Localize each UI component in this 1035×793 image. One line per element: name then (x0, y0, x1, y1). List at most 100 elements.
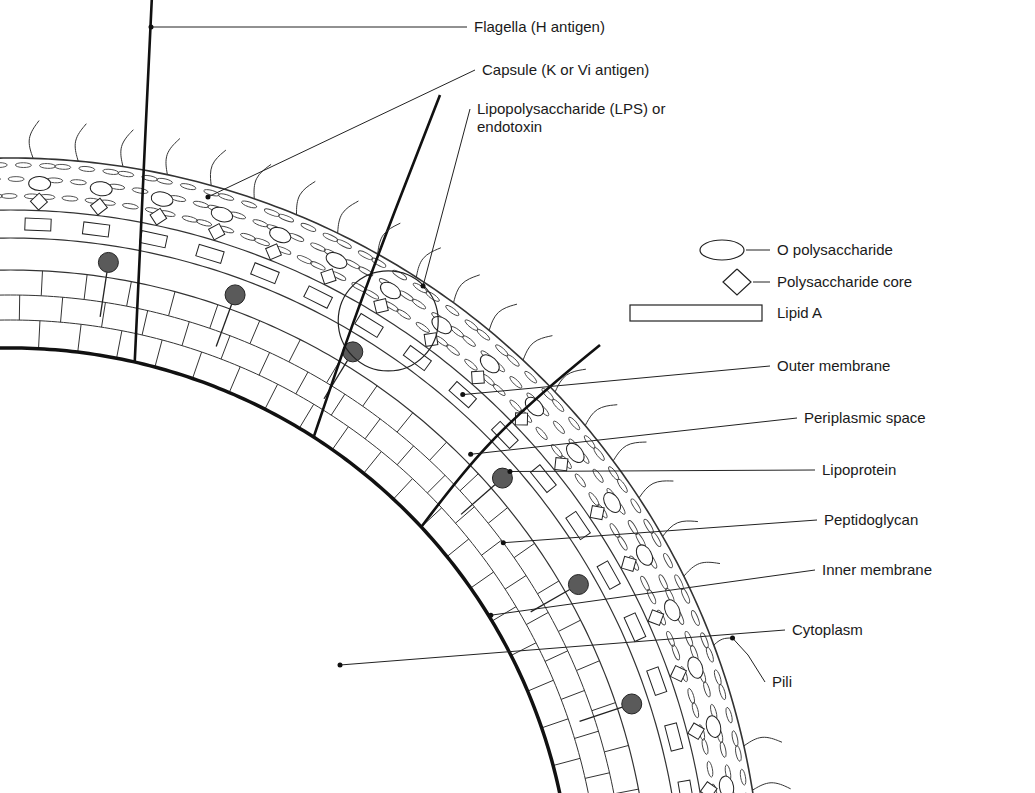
peptidoglycan-brick-edge (537, 581, 558, 594)
leader-dot (507, 469, 512, 474)
lipid-a-block (304, 286, 333, 308)
lipid-a-block (665, 723, 683, 751)
peptidoglycan-brick-edge (117, 331, 122, 358)
peptidoglycan-brick-edge (585, 773, 609, 779)
capsule-texture (411, 298, 427, 311)
capsule-texture (193, 200, 210, 209)
legend-label: Polysaccharide core (775, 273, 914, 291)
peptidoglycan-brick-edge (364, 452, 382, 474)
capsule-texture (713, 669, 723, 686)
lipid-a-block (251, 263, 280, 284)
peptidoglycan-brick-edge (430, 442, 447, 460)
capsule-texture (156, 177, 173, 185)
polysaccharide-core-diamond (621, 556, 636, 571)
capsule-texture (705, 646, 715, 663)
o-polysaccharide-oval (633, 542, 656, 568)
capsule-texture (55, 164, 71, 170)
o-polysaccharide-oval (28, 176, 51, 191)
lipid-a-block (196, 244, 224, 263)
leader-dot (460, 392, 465, 397)
o-polysaccharide-oval (685, 655, 706, 680)
pilus (744, 737, 782, 746)
peptidoglycan-brick-edge (460, 474, 478, 491)
peptidoglycan-row-line (0, 295, 625, 793)
peptidoglycan-brick-edge (576, 661, 599, 671)
capsule-texture (336, 238, 352, 249)
polysaccharide-core-diamond (209, 224, 225, 240)
part-label: Inner membrane (820, 561, 934, 579)
capsule-texture (445, 343, 461, 357)
peptidoglycan-brick-edge (84, 275, 87, 300)
polysaccharide-core-diamond (91, 198, 108, 215)
o-polysaccharide-oval (150, 190, 174, 208)
capsule-texture (444, 304, 460, 317)
capsule-texture (463, 358, 478, 372)
peptidoglycan-brick-edge (19, 295, 20, 320)
leader-line (503, 520, 817, 543)
peptidoglycan-brick-edge (221, 336, 230, 359)
peptidoglycan-brick-edge (528, 680, 554, 691)
polysaccharide-core-diamond (374, 299, 388, 313)
capsule-texture (218, 192, 235, 201)
capsule-texture (252, 218, 269, 228)
peptidoglycan-brick-edge (397, 446, 413, 465)
polysaccharide-core-diamond (472, 371, 485, 384)
o-polysaccharide-oval (324, 249, 350, 271)
peptidoglycan-brick-edge (481, 540, 501, 555)
legend-diamond-sample (723, 269, 751, 295)
pilus (752, 783, 790, 790)
legend-dash (746, 250, 770, 251)
o-polysaccharide-oval (522, 394, 547, 420)
pilus (296, 181, 315, 214)
pilus (714, 638, 733, 645)
lipoprotein-stalk (216, 304, 231, 346)
capsule-texture (132, 187, 149, 195)
peptidoglycan-brick-edge (39, 321, 40, 349)
peptidoglycan-brick-edge (296, 372, 308, 394)
peptidoglycan-edge (0, 270, 650, 793)
part-label: Lipopolysaccharide (LPS) or endotoxin (475, 100, 684, 136)
capsule-texture (592, 446, 606, 462)
capsule-texture (8, 177, 24, 182)
polysaccharide-core-diamond (555, 458, 568, 471)
lipid-a-block (624, 613, 646, 642)
leader-dot (468, 452, 473, 457)
peptidoglycan-brick-edge (250, 321, 260, 344)
capsule-texture (687, 688, 696, 705)
capsule-texture (567, 416, 581, 431)
pilus (555, 369, 586, 392)
pilus (523, 336, 552, 361)
polysaccharide-core-diamond (150, 208, 167, 225)
capsule-texture (322, 232, 339, 243)
lipoprotein-stalk (461, 485, 495, 515)
flagellum (421, 345, 600, 527)
capsule-texture (79, 166, 95, 172)
capsule-texture (680, 588, 691, 605)
flagellum (135, 0, 152, 362)
leader-line (471, 418, 797, 454)
capsule-texture (552, 420, 566, 435)
leader-line (340, 630, 785, 665)
leader-line (463, 366, 770, 395)
o-polysaccharide-oval (267, 224, 293, 245)
lipid-a-block (492, 421, 519, 448)
polysaccharide-core-diamond (648, 610, 663, 625)
peptidoglycan-brick-edge (393, 479, 412, 499)
capsule-texture (731, 730, 739, 747)
peptidoglycan-brick-edge (397, 413, 413, 432)
peptidoglycan-brick-edge (511, 643, 536, 656)
peptidoglycan-brick-edge (558, 620, 580, 631)
peptidoglycan-brick-edge (169, 292, 175, 316)
peptidoglycan-brick-edge (332, 427, 348, 450)
capsule-texture (15, 163, 31, 168)
capsule-texture (118, 170, 135, 177)
lipid-a-block (82, 222, 109, 237)
capsule-texture (0, 177, 1, 182)
peptidoglycan-brick-edge (193, 352, 202, 378)
capsule-texture (701, 738, 709, 755)
leader-dot (730, 636, 735, 641)
leader-dot (338, 663, 343, 668)
o-polysaccharide-oval (661, 597, 683, 623)
pilus (75, 124, 86, 161)
